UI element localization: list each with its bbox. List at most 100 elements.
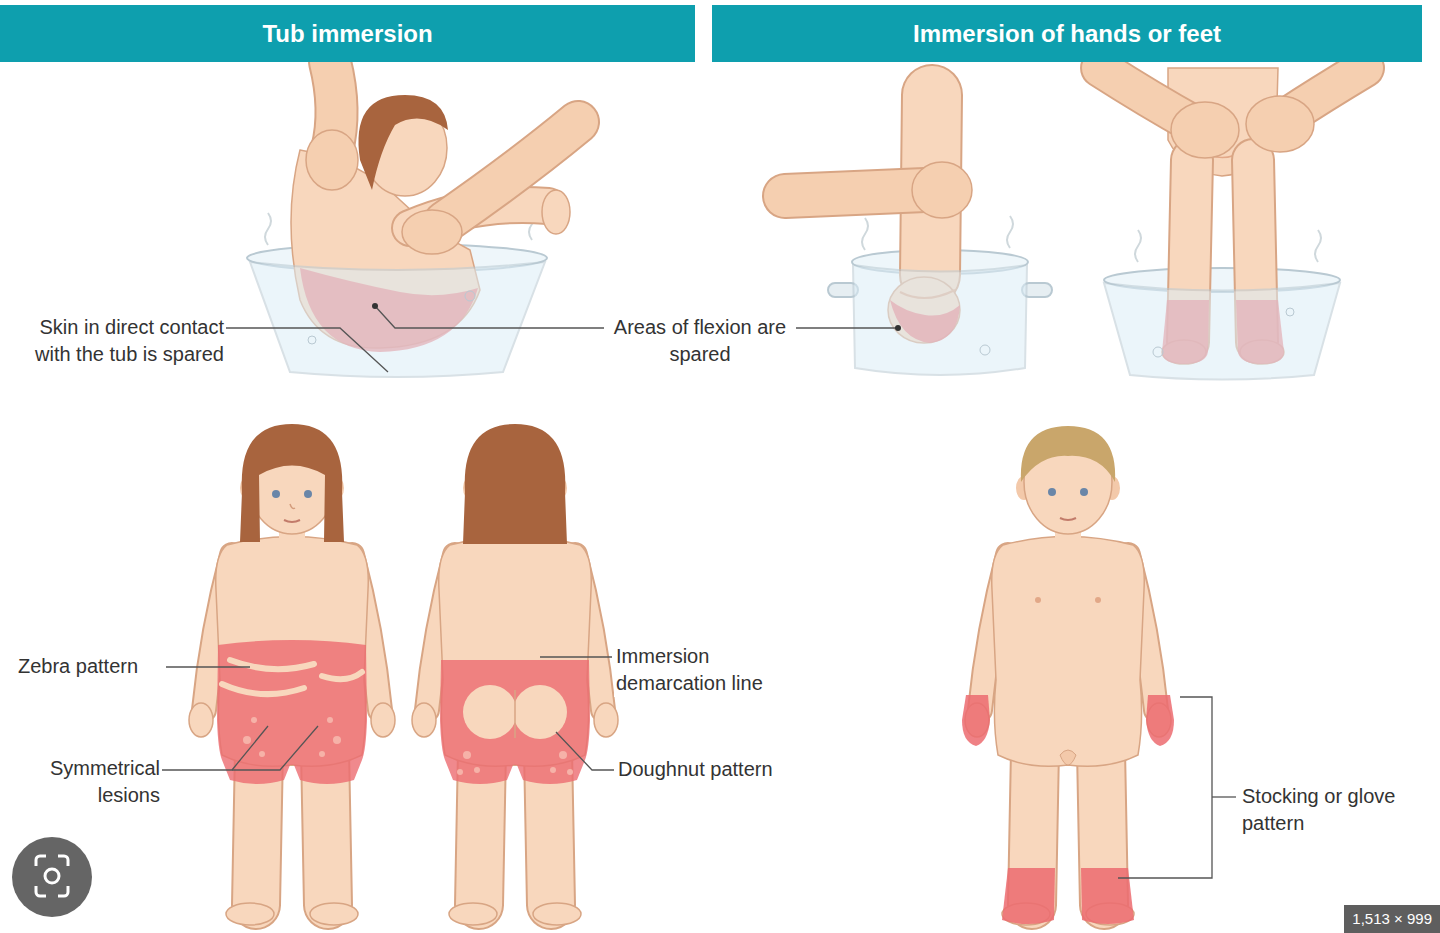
child-back-figure xyxy=(474,767,480,773)
tub-immersion-scene xyxy=(542,190,570,234)
bracket xyxy=(1212,796,1236,797)
child-front-figure xyxy=(319,751,325,757)
bracket xyxy=(1118,697,1236,878)
steam xyxy=(1315,230,1321,262)
child-back-figure xyxy=(457,769,463,775)
child-boy-figure xyxy=(1035,597,1041,603)
tub-immersion-scene xyxy=(308,336,316,344)
child-front-figure xyxy=(230,660,314,669)
leader-line xyxy=(556,732,614,770)
pot-immersion-scene xyxy=(912,162,972,218)
leader-dot xyxy=(895,325,901,331)
leader-line xyxy=(796,327,898,328)
child-boy-figure xyxy=(1081,868,1134,924)
callout-label: Symmetrical lesions xyxy=(18,755,162,809)
child-back-figure xyxy=(457,751,573,775)
tub-immersion-scene xyxy=(465,291,475,301)
child-front-figure xyxy=(243,736,251,744)
bracket xyxy=(1118,697,1212,878)
pot-immersion-scene xyxy=(785,95,1052,375)
steam xyxy=(1007,216,1013,248)
child-back-figure xyxy=(550,767,556,773)
header-band: Tub immersion xyxy=(0,5,695,62)
leader-line xyxy=(226,328,388,372)
child-boy-figure xyxy=(1060,518,1076,520)
tub-immersion-scene xyxy=(402,210,462,254)
lens-icon xyxy=(12,837,92,917)
steam xyxy=(862,218,868,250)
leader-line xyxy=(166,666,250,667)
image-size-badge: 1,513 × 999 xyxy=(1344,905,1440,933)
lens-icon xyxy=(36,856,68,896)
child-boy-figure xyxy=(965,430,1171,925)
leader-line xyxy=(162,726,268,770)
band-title: Tub immersion xyxy=(252,20,442,48)
lens-icon xyxy=(45,869,59,883)
pot-immersion-scene xyxy=(785,190,925,196)
pot-immersion-scene xyxy=(980,345,990,355)
child-front-figure xyxy=(222,660,362,694)
child-boy-figure xyxy=(1002,868,1055,924)
child-front-figure xyxy=(240,424,344,542)
child-front-figure xyxy=(217,640,367,784)
tub-immersion-scene xyxy=(445,122,578,222)
leader-line xyxy=(162,306,898,770)
tub-immersion-scene xyxy=(247,62,578,377)
tub-immersion-scene xyxy=(445,122,578,222)
child-boy-figure xyxy=(1021,426,1115,482)
leader-line xyxy=(232,726,318,770)
child-boy-figure xyxy=(1080,488,1088,496)
child-back-figure xyxy=(463,751,471,759)
feet-immersion-scene xyxy=(1286,308,1294,316)
child-back-figure xyxy=(567,769,573,775)
steam xyxy=(265,213,271,245)
child-front-figure xyxy=(259,751,265,757)
child-boy-figure xyxy=(1060,750,1076,765)
feet-immersion-scene xyxy=(1104,283,1340,380)
feet-immersion-scene xyxy=(1246,96,1314,152)
leader-line xyxy=(375,306,604,328)
leader-line xyxy=(540,656,612,657)
pot-immersion-scene xyxy=(853,265,1027,375)
child-front-figure xyxy=(222,684,304,694)
child-boy-figure xyxy=(1048,488,1056,496)
steam xyxy=(1135,230,1141,262)
child-back-figure xyxy=(514,690,516,738)
callout-label: Stocking or glove pattern xyxy=(1240,783,1404,837)
child-front-figure xyxy=(327,717,333,723)
child-front-figure xyxy=(189,424,395,925)
leader-dot xyxy=(372,303,378,309)
child-boy-figure xyxy=(962,695,990,746)
child-front-figure xyxy=(251,717,257,723)
tub-immersion-scene xyxy=(358,95,448,190)
child-boy-figure xyxy=(1146,695,1174,746)
child-back-figure xyxy=(513,685,567,739)
feet-immersion-scene xyxy=(1171,102,1239,158)
callout-label: Zebra pattern xyxy=(16,653,166,680)
child-boy-figure xyxy=(1095,597,1101,603)
pot-immersion-scene xyxy=(785,190,925,196)
callout-label: Doughnut pattern xyxy=(616,756,816,783)
child-back-figure xyxy=(463,424,567,544)
child-back-figure xyxy=(463,685,517,739)
feet-immersion-scene xyxy=(1100,68,1365,380)
child-boy-figure xyxy=(962,426,1174,925)
feet-immersion-scene xyxy=(1153,347,1163,357)
child-front-figure xyxy=(189,430,395,925)
child-front-figure xyxy=(333,736,341,744)
callout-label: Skin in direct contact with the tub is s… xyxy=(2,314,226,368)
tub-immersion-scene xyxy=(306,130,358,190)
band-title: Immersion of hands or feet xyxy=(903,20,1231,48)
child-front-figure xyxy=(243,717,341,757)
callout-label: Areas of flexion are spared xyxy=(606,314,794,368)
child-back-figure xyxy=(440,660,590,784)
lens-icon xyxy=(12,837,92,917)
tub-immersion-scene xyxy=(250,262,545,377)
child-back-figure xyxy=(412,424,618,925)
callout-label: Immersion demarcation line xyxy=(614,643,804,697)
child-back-figure xyxy=(559,751,567,759)
child-front-figure xyxy=(322,672,362,679)
